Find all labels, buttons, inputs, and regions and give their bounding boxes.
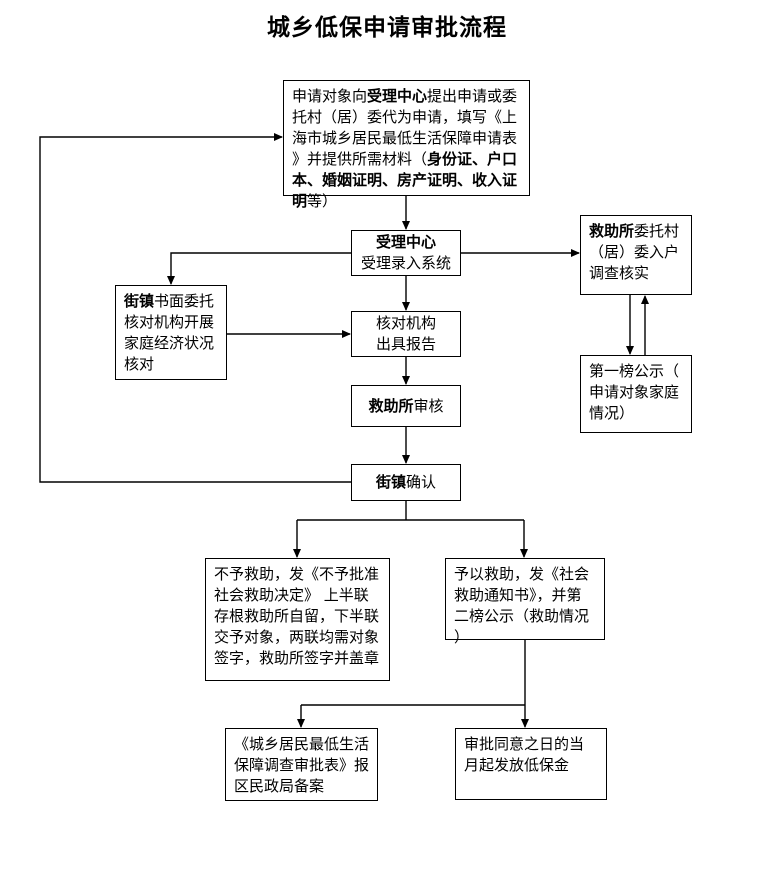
node-first-publicity-text: 第一榜公示（申请对象家庭情况） bbox=[589, 362, 680, 422]
node-approve-text: 予以救助，发《社会救助通知书》，并第二榜公示（救助情况） bbox=[454, 565, 590, 646]
node-street-confirm-text: 确认 bbox=[406, 473, 437, 491]
node-reception-center: 受理中心 受理录入系统 bbox=[351, 230, 461, 276]
node-reception-title: 受理中心 bbox=[375, 233, 436, 251]
node-apply-text-pre: 申请对象向 bbox=[292, 87, 368, 105]
node-payment: 审批同意之日的当月起发放低保金 bbox=[455, 728, 607, 800]
node-grant-assistance: 予以救助，发《社会救助通知书》，并第二榜公示（救助情况） bbox=[445, 558, 605, 646]
node-payment-text: 审批同意之日的当月起发放低保金 bbox=[464, 735, 585, 774]
node-apply-text-post: 等） bbox=[307, 192, 338, 210]
node-street-confirm-bold: 街镇 bbox=[375, 473, 406, 491]
node-first-publicity: 第一榜公示（申请对象家庭情况） bbox=[580, 355, 692, 433]
node-street-delegate-text: 书面委托核对机构开展家庭经济状况核对 bbox=[124, 292, 215, 373]
node-street-delegate-bold: 街镇 bbox=[124, 292, 155, 310]
node-street-confirm: 街镇确认 bbox=[351, 464, 461, 501]
node-apply: 申请对象向受理中心提出申请或委托村（居）委代为申请，填写《上海市城乡居民最低生活… bbox=[283, 80, 530, 210]
node-verify-report: 核对机构 出具报告 bbox=[351, 311, 461, 357]
arrow-reception-to-street-delegate bbox=[167, 252, 351, 285]
node-verify-report-line2: 出具报告 bbox=[375, 335, 436, 353]
diagram-title: 城乡低保申请审批流程 bbox=[267, 15, 507, 41]
node-rescue-survey: 救助所委托村（居）委入户调查核实 bbox=[580, 215, 692, 295]
node-rescue-review-text: 审核 bbox=[413, 396, 444, 415]
node-apply-text-bold2: 身份证、户口本、婚姻证明、房产证明、收入证明 bbox=[292, 150, 518, 210]
node-rescue-review-bold: 救助所 bbox=[368, 396, 414, 415]
node-rescue-review: 救助所审核 bbox=[351, 385, 461, 427]
node-apply-text-bold1: 受理中心 bbox=[367, 87, 428, 105]
node-deny-text: 不予救助，发《不予批准社会救助决定》 上半联存根救助所自留，下半联交予对象，两联… bbox=[214, 565, 380, 667]
node-verify-report-line1: 核对机构 bbox=[375, 314, 436, 332]
node-rescue-survey-bold: 救助所 bbox=[589, 222, 635, 240]
node-deny-assistance: 不予救助，发《不予批准社会救助决定》 上半联存根救助所自留，下半联交予对象，两联… bbox=[205, 558, 390, 681]
node-filing-text: 《城乡居民最低生活保障调查审批表》报区民政局备案 bbox=[234, 735, 370, 795]
node-rescue-survey-text: 委托村（居）委入户调查核实 bbox=[589, 222, 680, 282]
node-street-delegate: 街镇书面委托核对机构开展家庭经济状况核对 bbox=[115, 285, 227, 380]
node-reception-subtitle: 受理录入系统 bbox=[360, 254, 451, 272]
node-apply-text-mid: 提出申请或委托村（居）委代为申请，填写《上海市城乡居民最低生活保障申请表》并提供… bbox=[292, 87, 518, 168]
node-filing-record: 《城乡居民最低生活保障调查审批表》报区民政局备案 bbox=[225, 728, 378, 801]
